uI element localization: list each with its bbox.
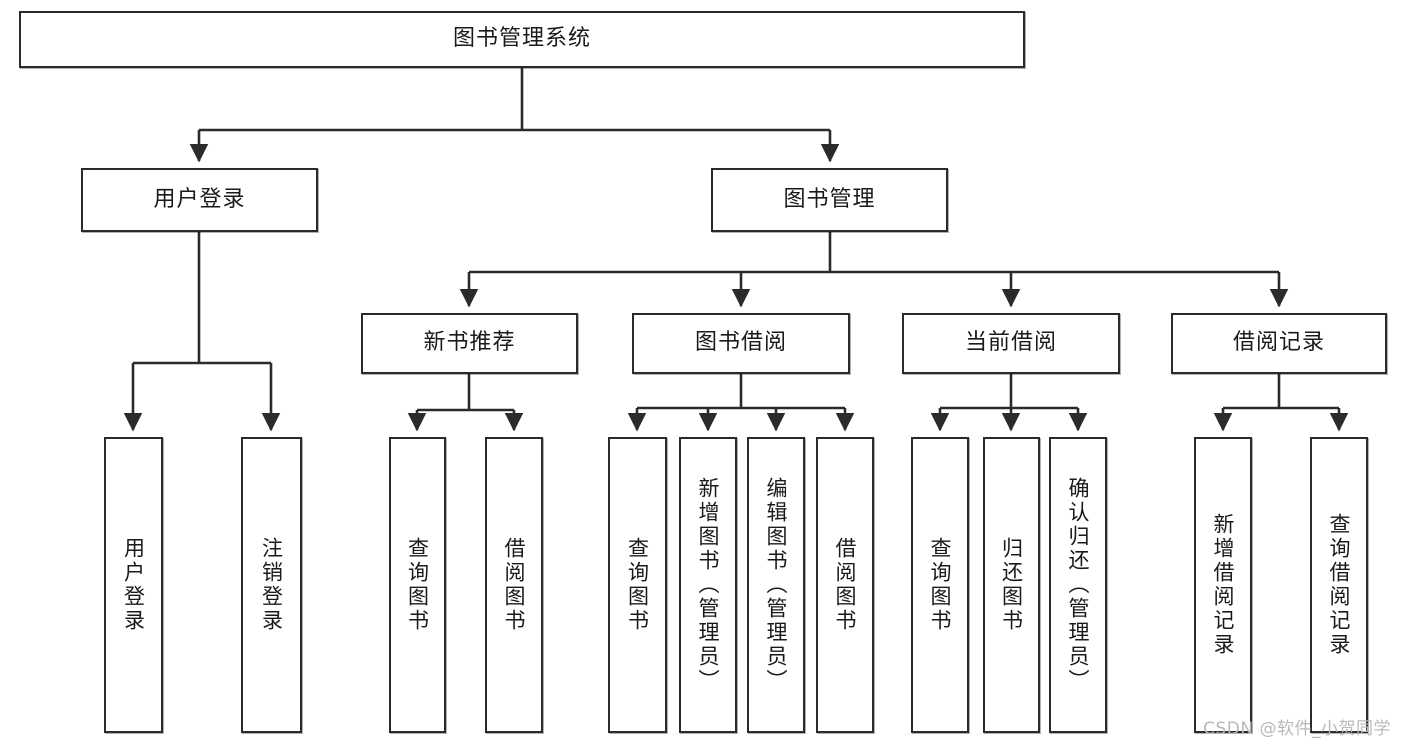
leaf-return-book[interactable]: 归还图书 <box>983 437 1040 733</box>
leaf-query-book-current[interactable]: 查询图书 <box>911 437 969 733</box>
leaf-confirm-return-admin[interactable]: 确认归还（管理员） <box>1049 437 1107 733</box>
leaf-query-book-newbook[interactable]: 查询图书 <box>389 437 446 733</box>
leaf-query-borrow-record[interactable]: 查询借阅记录 <box>1310 437 1368 733</box>
node-label: 借阅图书 <box>502 537 527 633</box>
node-label: 确认归还（管理员） <box>1066 477 1091 693</box>
node-label: 图书管理 <box>783 186 876 212</box>
node-borrow-record[interactable]: 借阅记录 <box>1171 313 1387 374</box>
node-current-borrow[interactable]: 当前借阅 <box>902 313 1120 374</box>
leaf-add-borrow-record[interactable]: 新增借阅记录 <box>1194 437 1252 733</box>
node-label: 查询图书 <box>405 537 430 633</box>
node-label: 借阅图书 <box>833 537 858 633</box>
node-label: 借阅记录 <box>1232 330 1325 356</box>
node-label: 图书管理系统 <box>452 26 591 52</box>
node-label: 查询图书 <box>928 537 953 633</box>
node-label: 新增借阅记录 <box>1211 513 1236 657</box>
leaf-query-book-borrow[interactable]: 查询图书 <box>608 437 667 733</box>
node-label: 注销登录 <box>259 537 284 633</box>
node-new-book-recommend[interactable]: 新书推荐 <box>361 313 578 374</box>
node-book-borrow[interactable]: 图书借阅 <box>632 313 850 374</box>
leaf-borrow-book[interactable]: 借阅图书 <box>816 437 874 733</box>
node-root-book-management-system[interactable]: 图书管理系统 <box>19 11 1025 68</box>
leaf-add-book-admin[interactable]: 新增图书（管理员） <box>679 437 737 733</box>
node-user-login[interactable]: 用户登录 <box>81 168 318 232</box>
node-label: 图书借阅 <box>694 330 787 356</box>
leaf-borrow-book-newbook[interactable]: 借阅图书 <box>485 437 543 733</box>
node-label: 归还图书 <box>999 537 1024 633</box>
node-label: 新增图书（管理员） <box>696 477 721 693</box>
node-label: 用户登录 <box>153 186 246 212</box>
node-label: 用户登录 <box>121 537 146 633</box>
node-label: 当前借阅 <box>964 330 1057 356</box>
leaf-edit-book-admin[interactable]: 编辑图书（管理员） <box>747 437 805 733</box>
node-book-management[interactable]: 图书管理 <box>711 168 948 232</box>
node-label: 查询图书 <box>625 537 650 633</box>
leaf-user-logout[interactable]: 注销登录 <box>241 437 302 733</box>
node-label: 新书推荐 <box>423 330 516 356</box>
leaf-user-login[interactable]: 用户登录 <box>104 437 163 733</box>
node-label: 编辑图书（管理员） <box>764 477 789 693</box>
node-label: 查询借阅记录 <box>1327 513 1352 657</box>
watermark-text: CSDN @软件_小贺同学 <box>1203 719 1391 739</box>
